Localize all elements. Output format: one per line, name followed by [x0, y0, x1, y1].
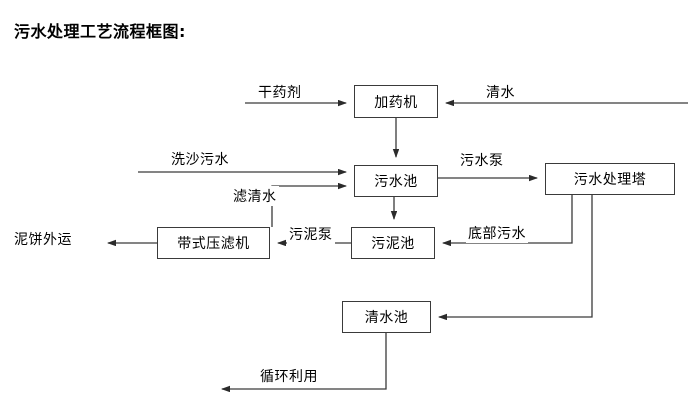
edge-label-clean-water: 清水: [484, 82, 517, 102]
node-dosing-machine[interactable]: 加药机: [354, 85, 438, 118]
node-belt-filter-press[interactable]: 带式压滤机: [157, 227, 270, 259]
page-title: 污水处理工艺流程框图:: [14, 22, 186, 41]
node-wastewater-pool[interactable]: 污水池: [354, 165, 438, 197]
edge-label-bottom-sewage: 底部污水: [466, 223, 528, 243]
edge-label-filtered-water: 滤清水: [231, 186, 279, 206]
node-label: 污水处理塔: [573, 172, 647, 188]
edge-label-dry-chemical: 干药剂: [256, 82, 304, 102]
node-clear-water-pool[interactable]: 清水池: [342, 301, 431, 333]
edge-label-sand-wash-sewage: 洗沙污水: [169, 149, 231, 169]
edge-label-sludge-pump: 污泥泵: [287, 224, 335, 244]
node-label: 污泥池: [371, 236, 415, 252]
node-label: 清水池: [364, 310, 409, 326]
terminal-label-mud-cake-out: 泥饼外运: [14, 232, 72, 248]
edge-label-sewage-pump: 污水泵: [458, 150, 506, 170]
node-label: 污水池: [374, 174, 418, 190]
node-label: 加药机: [374, 94, 418, 111]
node-treatment-tower[interactable]: 污水处理塔: [545, 163, 675, 195]
edge-label-recycle-reuse: 循环利用: [258, 366, 320, 386]
node-sludge-pool[interactable]: 污泥池: [351, 227, 435, 259]
node-label: 带式压滤机: [177, 236, 250, 252]
